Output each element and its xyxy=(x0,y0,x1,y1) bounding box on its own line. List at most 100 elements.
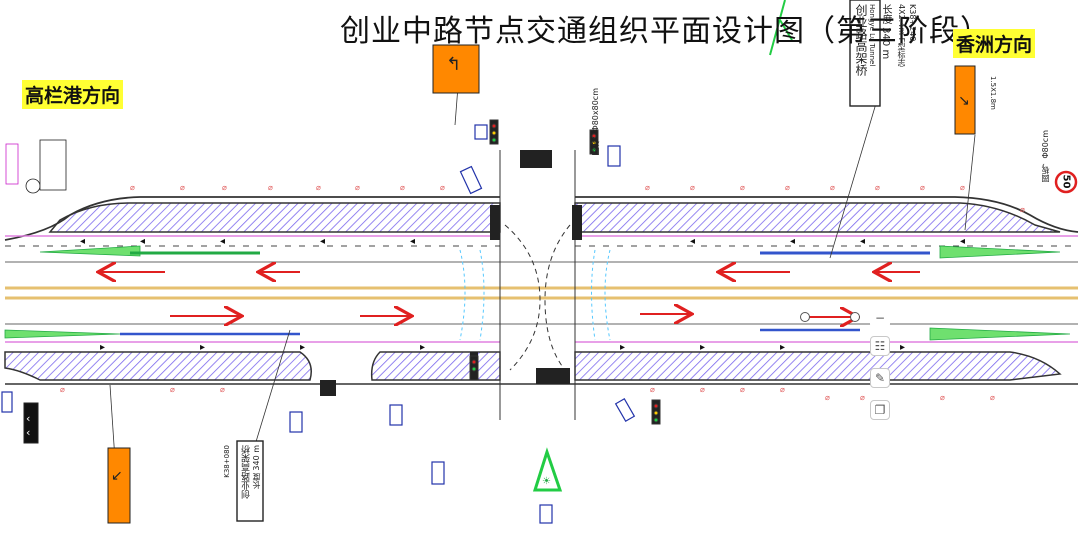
intersection xyxy=(459,150,611,420)
svg-text:⌀: ⌀ xyxy=(830,183,835,192)
sign-note-right: 圆板，Φ80cm xyxy=(1041,130,1050,183)
drawing-title: 创业中路节点交通组织平面设计图（第三阶段） xyxy=(340,14,991,49)
svg-text:⌀: ⌀ xyxy=(355,183,360,192)
svg-text:▸: ▸ xyxy=(620,342,625,353)
sign-note-scale: 1.5X1.8m xyxy=(989,76,997,110)
tool-1-button[interactable]: ☷ xyxy=(870,336,890,356)
green-lane-top-left xyxy=(39,245,141,257)
svg-text:◂: ◂ xyxy=(220,236,225,247)
svg-text:☀: ☀ xyxy=(542,476,551,487)
direction-label-right: 香洲方向 xyxy=(953,29,1036,58)
svg-text:▸: ▸ xyxy=(300,342,305,353)
left-top-signs xyxy=(5,139,67,194)
lower-hatched-band-right xyxy=(574,351,1062,381)
leader-lines xyxy=(109,59,976,461)
orange-sign-right: ↘ xyxy=(954,65,976,135)
svg-text:↘: ↘ xyxy=(958,93,970,109)
slider-handle-left[interactable] xyxy=(800,312,810,322)
tunnel-sign-left-station: K38+080 xyxy=(223,445,231,478)
lower-hatched-band-left xyxy=(4,351,312,381)
warning-triangle: ☀ xyxy=(532,447,563,492)
green-mark xyxy=(769,0,786,56)
direction-label-left: 高栏港方向 xyxy=(22,80,124,109)
svg-text:▸: ▸ xyxy=(780,342,785,353)
svg-text:⌀: ⌀ xyxy=(690,183,695,192)
chevron-sign: ‹‹ xyxy=(23,402,39,444)
tunnel-sign-left-length: 长度 340 m xyxy=(252,445,261,490)
svg-text:⌀: ⌀ xyxy=(960,183,965,192)
svg-text:↙: ↙ xyxy=(111,468,123,484)
svg-text:‹: ‹ xyxy=(26,426,30,439)
svg-text:◂: ◂ xyxy=(790,236,795,247)
svg-text:▸: ▸ xyxy=(700,342,705,353)
svg-text:⌀: ⌀ xyxy=(940,393,945,402)
slider-track xyxy=(805,316,855,318)
svg-text:◂: ◂ xyxy=(320,236,325,247)
svg-text:▸: ▸ xyxy=(900,342,905,353)
tunnel-sign-right-station: K38+240 xyxy=(908,4,917,42)
tunnel-sign-right-english: Hongye Lu Tunnel xyxy=(868,4,876,67)
sign-note-top: 圆板，Φ80x80cm xyxy=(591,88,600,156)
svg-text:⌀: ⌀ xyxy=(825,393,830,402)
svg-text:▸: ▸ xyxy=(420,342,425,353)
green-lane-bottom-right xyxy=(929,327,1071,341)
traffic-signals xyxy=(469,119,661,425)
svg-text:⌀: ⌀ xyxy=(875,183,880,192)
svg-text:⌀: ⌀ xyxy=(220,385,225,394)
svg-text:⌀: ⌀ xyxy=(645,183,650,192)
svg-text:◂: ◂ xyxy=(410,236,415,247)
svg-text:⌀: ⌀ xyxy=(180,183,185,192)
slider-handle-right[interactable] xyxy=(850,312,860,322)
tunnel-sign-right-length: 长度 340 m xyxy=(880,4,891,60)
svg-text:⌀: ⌀ xyxy=(785,183,790,192)
small-signs xyxy=(1,124,636,524)
svg-text:⌀: ⌀ xyxy=(1020,205,1025,214)
green-lane-top-right xyxy=(939,245,1061,259)
svg-text:◂: ◂ xyxy=(960,236,965,247)
svg-text:⌀: ⌀ xyxy=(700,385,705,394)
svg-text:↰: ↰ xyxy=(446,54,461,75)
svg-text:⌀: ⌀ xyxy=(860,393,865,402)
svg-text:▸: ▸ xyxy=(100,342,105,353)
svg-text:⌀: ⌀ xyxy=(170,385,175,394)
tool-1-icon: ☷ xyxy=(874,339,886,353)
svg-text:⌀: ⌀ xyxy=(60,385,65,394)
tunnel-sign-left-box xyxy=(236,440,264,522)
svg-text:⌀: ⌀ xyxy=(740,183,745,192)
svg-text:⌀: ⌀ xyxy=(316,183,321,192)
road-markers: ⌀⌀⌀ ⌀⌀⌀ ⌀⌀⌀ ⌀⌀⌀ ⌀⌀⌀ ⌀⌀ ⌀⌀⌀ ⌀⌀⌀ ⌀⌀⌀ ⌀⌀ xyxy=(60,183,1025,402)
pencil-button[interactable]: ✎ xyxy=(870,368,890,388)
upper-hatched-band-right xyxy=(574,202,1061,233)
collapse-button[interactable]: − xyxy=(870,308,890,328)
upper-hatched-band xyxy=(48,202,501,233)
lane-arrows: ◂◂◂ ◂◂◂ ◂◂◂ ▸▸▸ ▸▸▸ ▸▸ xyxy=(80,236,965,353)
speed-limit-circle xyxy=(1054,170,1078,194)
tunnel-sign-right-name: 创业路高架桥 xyxy=(854,4,868,76)
tunnel-sign-right-box xyxy=(849,0,881,107)
svg-text:⌀: ⌀ xyxy=(130,183,135,192)
tunnel-sign-right-spec: 4X2.4m F型标志 xyxy=(897,4,906,67)
svg-text:⌀: ⌀ xyxy=(780,385,785,394)
svg-text:⌀: ⌀ xyxy=(990,393,995,402)
svg-text:⌀: ⌀ xyxy=(222,183,227,192)
svg-text:◂: ◂ xyxy=(860,236,865,247)
red-arrows xyxy=(100,272,920,317)
svg-text:⌀: ⌀ xyxy=(440,183,445,192)
orange-sign-top: ↰ xyxy=(432,44,480,94)
road-edge-top-left xyxy=(4,196,500,241)
svg-text:‹: ‹ xyxy=(26,412,30,425)
copy-icon: ❐ xyxy=(874,403,886,417)
svg-text:⌀: ⌀ xyxy=(400,183,405,192)
speed-limit-value: 50 xyxy=(1060,174,1072,189)
svg-text:▸: ▸ xyxy=(200,342,205,353)
road-edge-top-right xyxy=(575,196,1079,233)
green-lane-bottom-left xyxy=(4,329,121,339)
slider-control[interactable] xyxy=(800,312,860,322)
svg-text:⌀: ⌀ xyxy=(920,183,925,192)
svg-text:⌀: ⌀ xyxy=(740,385,745,394)
svg-text:◂: ◂ xyxy=(690,236,695,247)
copy-button[interactable]: ❐ xyxy=(870,400,890,420)
orange-sign-bottom: ↙ xyxy=(107,447,131,524)
svg-text:◂: ◂ xyxy=(140,236,145,247)
